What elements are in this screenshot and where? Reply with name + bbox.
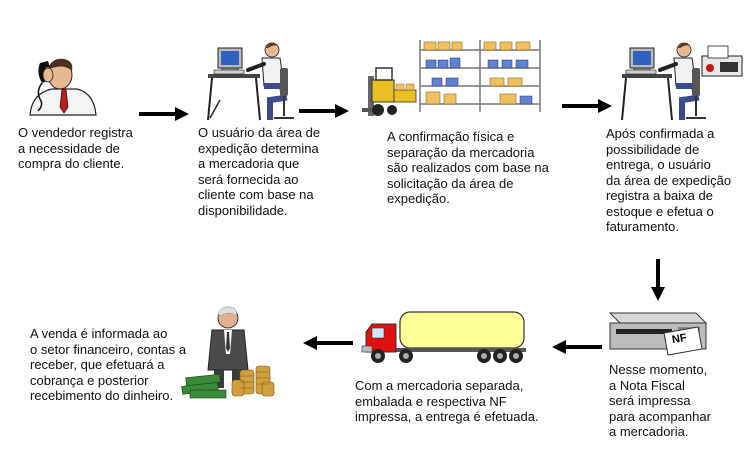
printer-icon: NF [606,305,710,357]
computer-user-icon [200,40,300,122]
step-confirmacao-text: A confirmação física e separação da merc… [387,129,549,206]
arrow-down-icon [651,259,665,301]
arrow-right-icon [562,99,612,113]
arrow-right-icon [299,104,349,118]
businessman-money-icon [178,300,278,404]
step-nota-fiscal-text: Nesse momento, a Nota Fiscal será impres… [609,362,711,439]
step-financeiro-text: A venda é informada ao o setor financeir… [30,326,187,403]
arrow-left-icon [303,336,353,350]
computer-printer-user-icon [618,40,746,122]
step-expedicao-text: O usuário da área de expedição determina… [198,125,321,218]
step-vendedor-text: O vendedor registra a necessidade de com… [18,125,133,171]
warehouse-forklift-icon [360,38,550,118]
arrow-left-icon [552,340,602,354]
step-faturamento-text: Após confirmada a possibilidade de entre… [606,126,732,234]
arrow-right-icon [139,107,189,121]
phone-man-icon [22,55,102,117]
nf-paper-label: NF [671,331,688,347]
truck-icon [361,310,530,366]
step-entrega-text: Com a mercadoria separada, embalada e re… [355,378,539,424]
